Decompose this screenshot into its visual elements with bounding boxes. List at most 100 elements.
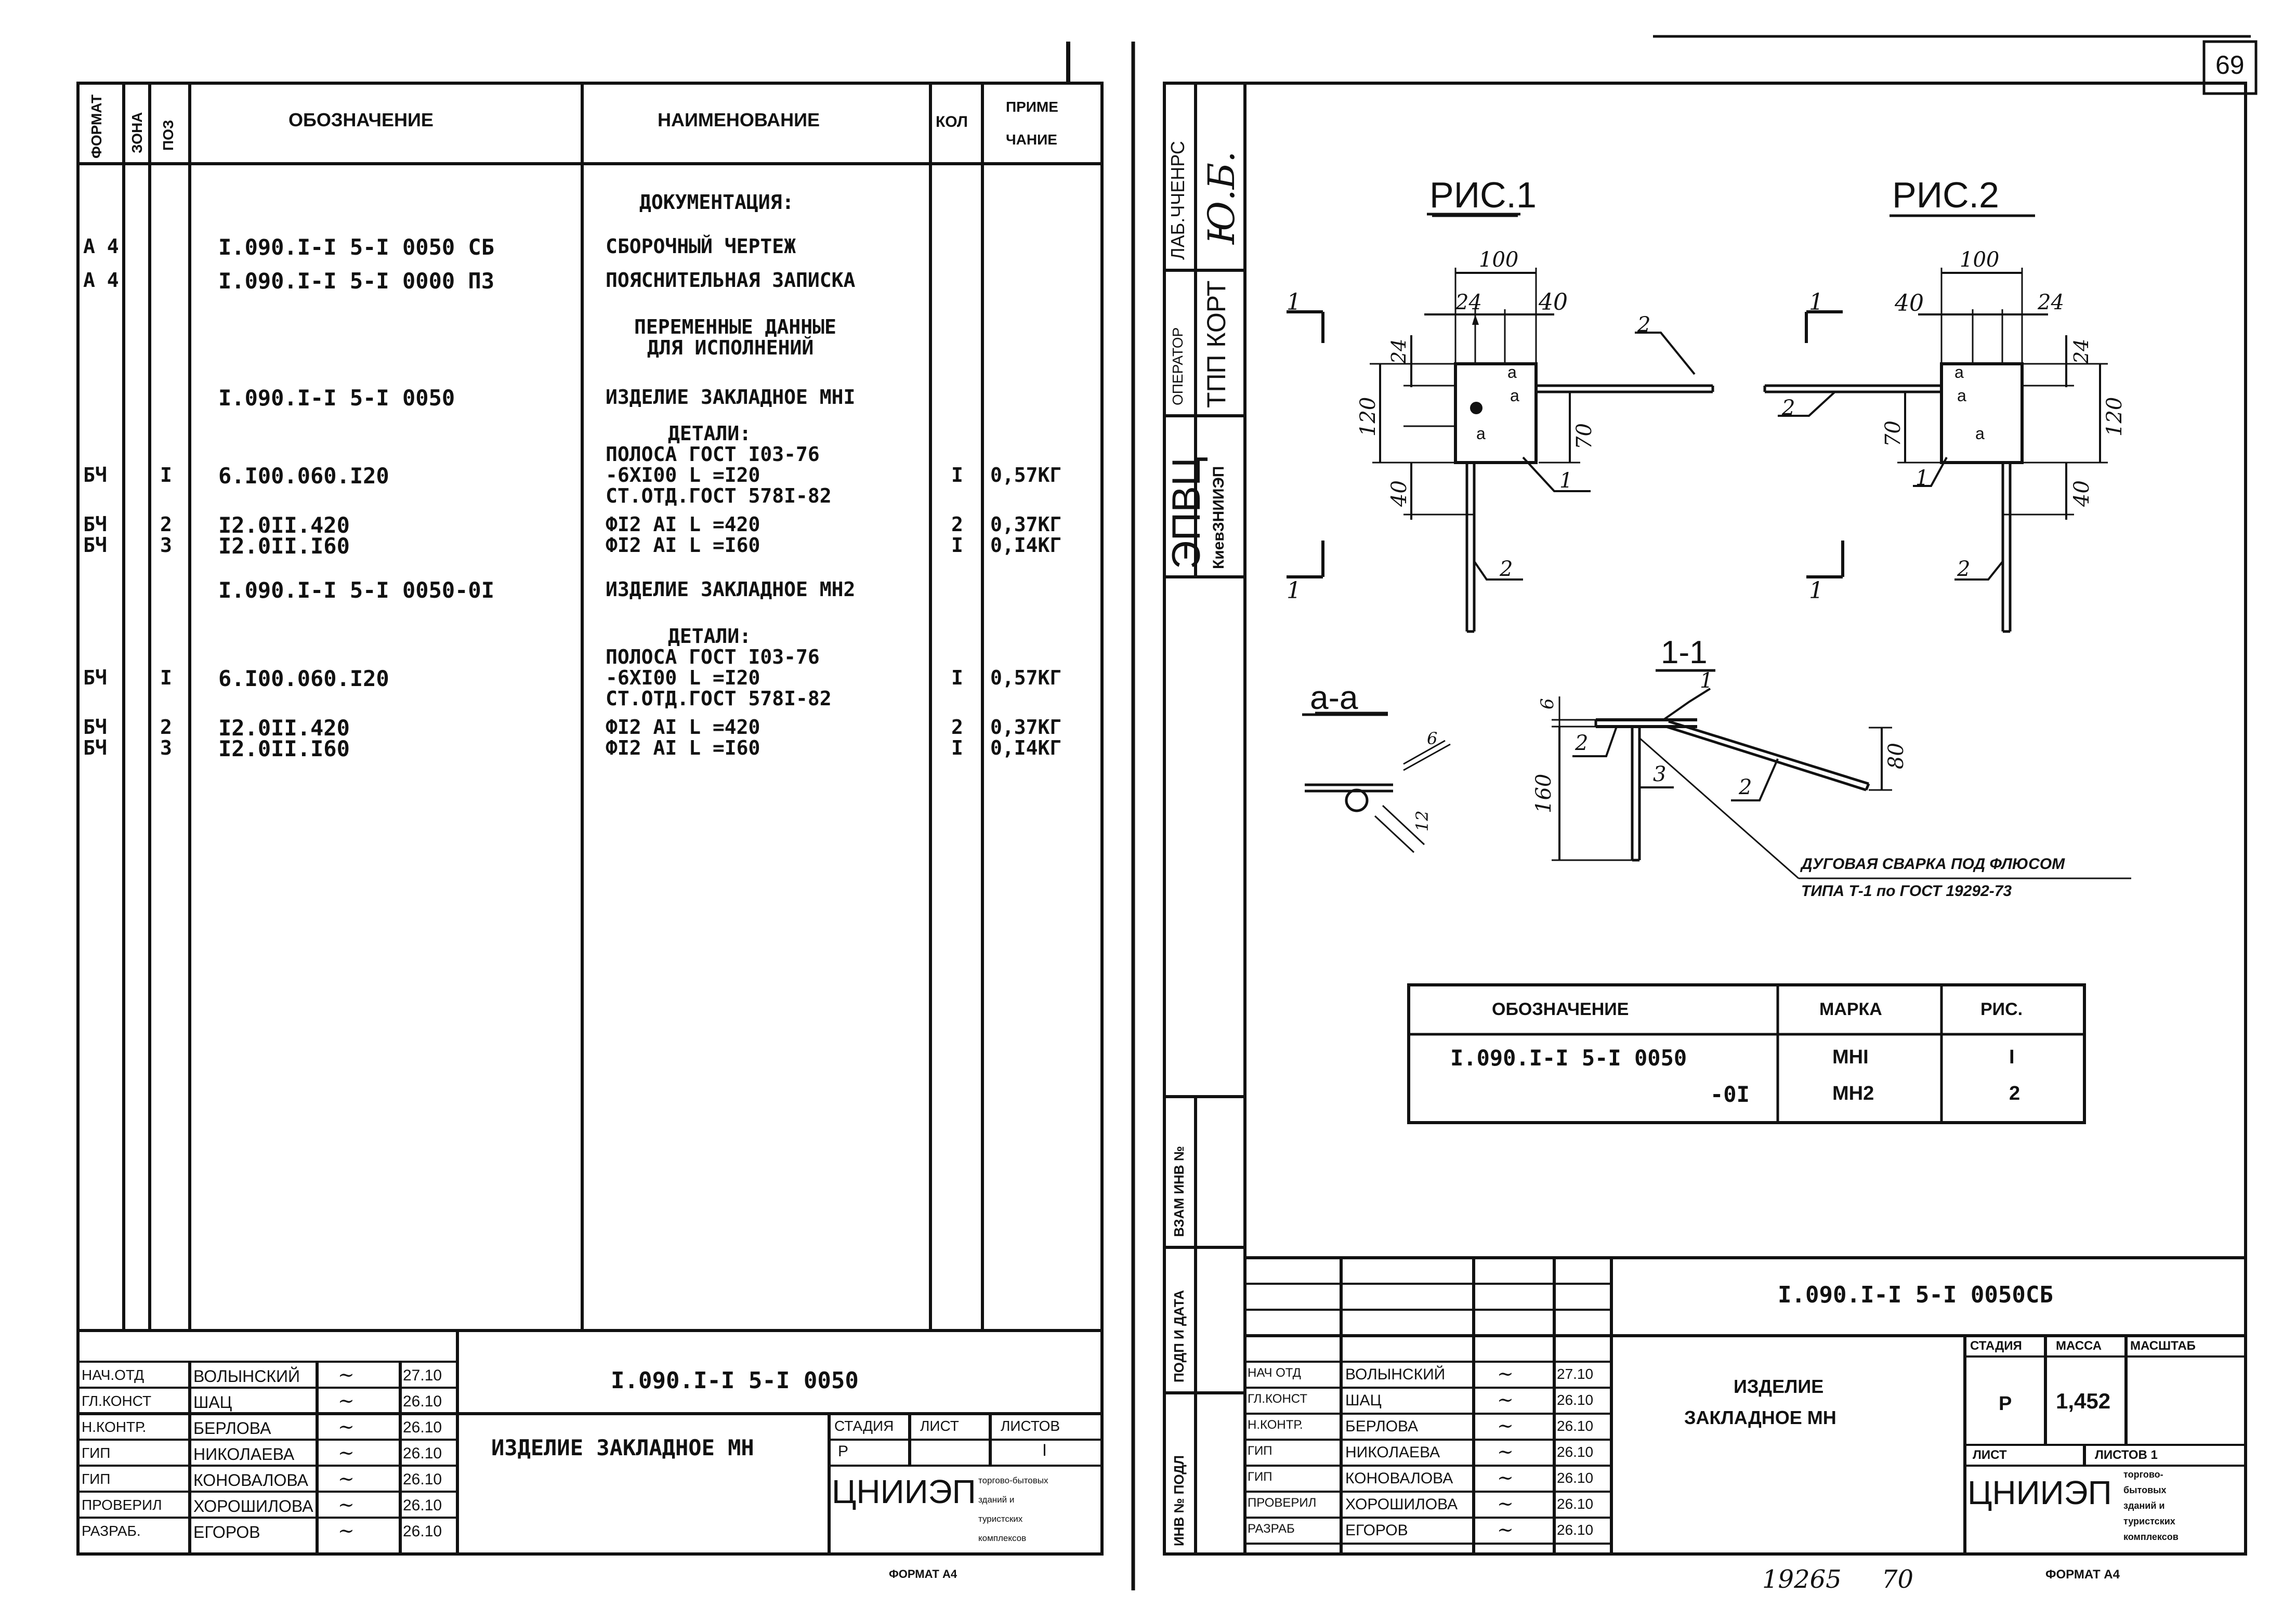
fig2-dim-40-right: 40 bbox=[2070, 480, 2094, 507]
signer-name: БЕРЛОВА bbox=[1345, 1418, 1419, 1435]
table-header-mark: МАРКА bbox=[1819, 999, 1882, 1019]
header-note-2: ЧАНИЕ bbox=[1006, 131, 1057, 148]
signature-mark: ~ bbox=[1497, 1388, 1514, 1411]
spec-row-designation: I.090.I-I 5-I 0050 bbox=[218, 385, 455, 411]
left-org-sub-1: торгово-бытовых bbox=[978, 1476, 1048, 1485]
fig2-label-a-3: а bbox=[1975, 424, 1985, 443]
spec-row-note: 0,37КГ bbox=[990, 716, 1062, 739]
spec-row-note: 0,I4КГ bbox=[990, 736, 1062, 759]
fig1-title: РИС.1 bbox=[1429, 175, 1537, 215]
section-11-label-2-left: 2 bbox=[1575, 731, 1589, 755]
weld-note-2: ТИПА Т-1 по ГОСТ 19292-73 bbox=[1801, 883, 2012, 900]
signer-date: 26.10 bbox=[403, 1445, 442, 1462]
right-org-sub-1: торгово- bbox=[2123, 1469, 2163, 1480]
spec-row-name: ФI2 AI L =420 bbox=[606, 716, 760, 739]
header-format: ФОРМАТ bbox=[88, 94, 104, 159]
signature-mark: ~ bbox=[338, 1441, 355, 1464]
fig1-label-2-bottom: 2 bbox=[1500, 557, 1513, 581]
fig2-dim-100: 100 bbox=[1960, 248, 2000, 272]
left-sheets-value: I bbox=[1042, 1441, 1047, 1459]
strip-podp: ПОДП И ДАТА bbox=[1171, 1290, 1187, 1382]
right-stage-label: СТАДИЯ bbox=[1970, 1339, 2022, 1353]
header-name: НАИМЕНОВАНИЕ bbox=[658, 109, 820, 130]
fig1-label-a-3: а bbox=[1476, 424, 1486, 443]
spec-row-designation: I2.0II.I60 bbox=[218, 533, 350, 559]
signer-name: ШАЦ bbox=[193, 1393, 232, 1412]
archive-number: 19265 bbox=[1762, 1565, 1842, 1594]
spec-row-qty: I bbox=[951, 666, 963, 689]
fig1-dim-40: 40 bbox=[1539, 289, 1568, 315]
fig2-dim-24: 24 bbox=[2038, 291, 2064, 314]
spec-row-position: I bbox=[160, 464, 172, 486]
spec-row-note: 0,I4КГ bbox=[990, 534, 1062, 557]
spec-row-format: БЧ bbox=[83, 464, 107, 486]
right-mass-value: 1,452 bbox=[2056, 1389, 2111, 1413]
stamp-signature: Ю.Б. bbox=[1200, 151, 1243, 244]
spec-row-position: 2 bbox=[160, 513, 172, 536]
fig1-dim-100: 100 bbox=[1479, 248, 1519, 272]
spec-row-name: ДЕТАЛИ: bbox=[668, 625, 752, 648]
left-stage-value: Р bbox=[838, 1443, 849, 1460]
signature-mark: ~ bbox=[338, 1519, 355, 1542]
right-format-label: ФОРМАТ А4 bbox=[2045, 1568, 2120, 1582]
spec-row-position: I bbox=[160, 666, 172, 689]
signature-mark: ~ bbox=[1497, 1466, 1514, 1489]
fig1-dim-120: 120 bbox=[1356, 397, 1380, 437]
fig2-label-1: 1 bbox=[1915, 466, 1929, 490]
signature-mark: ~ bbox=[1497, 1492, 1514, 1515]
stamp-tpp: ТПП КОРТ bbox=[1202, 280, 1231, 408]
spec-row-name: СБОРОЧНЫЙ ЧЕРТЕЖ bbox=[606, 235, 796, 258]
table-header-designation: ОБОЗНАЧЕНИЕ bbox=[1492, 999, 1629, 1019]
left-sheets-label: ЛИСТОВ bbox=[1001, 1418, 1060, 1434]
fig2-dim-120: 120 bbox=[2103, 397, 2127, 437]
signer-role: ГЛ.КОНСТ bbox=[82, 1393, 152, 1409]
left-org-sub-3: туристских bbox=[978, 1514, 1023, 1524]
spec-row-format: БЧ bbox=[83, 534, 107, 557]
spec-row-qty: 2 bbox=[951, 716, 963, 739]
signer-role: Н.КОНТР. bbox=[82, 1419, 147, 1435]
spec-row-name: ДЕТАЛИ: bbox=[668, 422, 752, 445]
spec-row-designation: I.090.I-I 5-I 0050 СБ bbox=[218, 234, 495, 260]
signer-role: НАЧ.ОТД bbox=[82, 1367, 145, 1383]
stamp-operator: ОПЕРАТОР bbox=[1170, 327, 1186, 405]
weld-note-1: ДУГОВАЯ СВАРКА ПОД ФЛЮСОМ bbox=[1801, 855, 2065, 873]
signer-role: ПРОВЕРИЛ bbox=[82, 1497, 162, 1513]
spec-row-position: 2 bbox=[160, 716, 172, 739]
header-pos: ПОЗ bbox=[160, 120, 176, 151]
spec-row-name: ФI2 AI L =I60 bbox=[606, 534, 760, 557]
header-note-1: ПРИМЕ bbox=[1006, 99, 1058, 115]
section-11-label-2-right: 2 bbox=[1739, 775, 1752, 799]
spec-row-name: -6XI00 L =I20 bbox=[606, 666, 760, 689]
signer-role: ГИП bbox=[82, 1445, 111, 1461]
spec-row-format: БЧ bbox=[83, 736, 107, 759]
spec-row-position: 3 bbox=[160, 534, 172, 557]
strip-vzam: ВЗАМ ИНВ № bbox=[1171, 1146, 1187, 1237]
signer-date: 26.10 bbox=[403, 1523, 442, 1540]
spec-row-position: 3 bbox=[160, 736, 172, 759]
spec-row-designation: I2.0II.I60 bbox=[218, 736, 350, 761]
signer-name: ШАЦ bbox=[1345, 1392, 1382, 1409]
left-format-label: ФОРМАТ А4 bbox=[889, 1568, 957, 1581]
section-11-title: 1-1 bbox=[1661, 635, 1708, 670]
section-11-dim-80: 80 bbox=[1884, 743, 1908, 769]
fig2-dim-24-right: 24 bbox=[2070, 338, 2093, 364]
signer-role: ГИП bbox=[82, 1471, 111, 1487]
fig1-cut-1-bottom: 1 bbox=[1287, 577, 1301, 604]
strip-inv: ИНВ № ПОДЛ bbox=[1171, 1455, 1187, 1546]
signature-mark: ~ bbox=[1497, 1518, 1514, 1541]
spec-row-designation: 6.I00.060.I20 bbox=[218, 463, 389, 489]
signer-role: ГИП bbox=[1248, 1444, 1272, 1458]
fig1-dim-24: 24 bbox=[1455, 291, 1482, 314]
spec-row-designation: I.090.I-I 5-I 0000 ПЗ bbox=[218, 268, 495, 294]
signer-date: 26.10 bbox=[1557, 1522, 1594, 1538]
right-org-name: ЦНИИЭП bbox=[1967, 1474, 2112, 1511]
signer-date: 26.10 bbox=[1557, 1392, 1594, 1408]
section-aa-title: а-а bbox=[1310, 679, 1358, 716]
spec-row-name: ПЕРЕМЕННЫЕ ДАННЫЕ bbox=[634, 315, 836, 338]
header-qty: КОЛ bbox=[936, 113, 968, 130]
signer-role: ГЛ.КОНСТ bbox=[1248, 1392, 1307, 1406]
fig1-cut-1-top: 1 bbox=[1287, 289, 1301, 315]
section-11-label-1: 1 bbox=[1700, 669, 1713, 693]
fig1-label-a-1: а bbox=[1507, 363, 1517, 381]
